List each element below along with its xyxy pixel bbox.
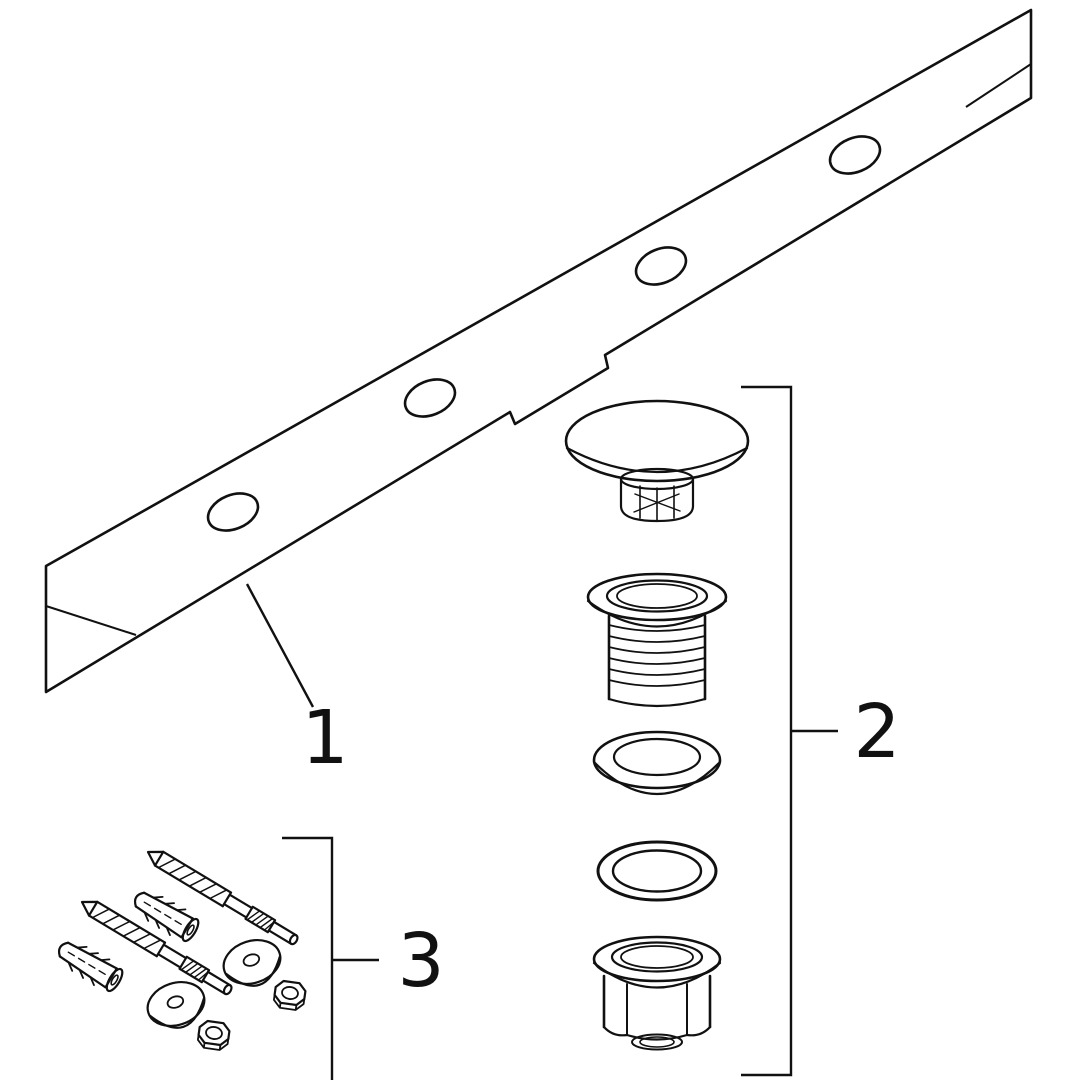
drain-threaded-sleeve	[586, 572, 728, 708]
drain-seal-ring	[596, 840, 718, 902]
wall-anchor-2	[51, 933, 128, 997]
callout-3	[282, 836, 379, 1080]
callout-1-label: 1	[301, 695, 348, 781]
rail-hole	[206, 492, 260, 532]
rail-bevel-left	[45, 605, 137, 636]
wood-screw-2	[76, 894, 236, 1000]
rail-hole	[828, 135, 882, 175]
part-1-mounting-rail	[44, 8, 1033, 694]
callout-3-label: 3	[397, 918, 444, 1004]
rail-hole	[634, 246, 688, 286]
rail-outline	[44, 8, 1033, 694]
callout-1	[245, 583, 315, 708]
callout-1-leader-line	[245, 583, 315, 708]
rail-bevel-right	[965, 63, 1032, 108]
hex-nut-1	[271, 978, 308, 1013]
callout-2-label: 2	[853, 689, 900, 775]
part-2-drain-set	[564, 399, 750, 1051]
part-3-fixing-set	[51, 844, 308, 1053]
callout-2-bracket	[741, 385, 793, 1077]
callout-2	[741, 385, 838, 1077]
wood-screw-1	[142, 844, 302, 950]
drain-flat-washer	[592, 730, 722, 795]
drain-flanged-nut	[592, 935, 722, 1051]
callout-3-bracket	[282, 836, 334, 1080]
rail-hole	[403, 378, 457, 418]
wall-anchor-1	[127, 883, 204, 947]
hex-nut-2	[195, 1018, 232, 1053]
drain-cap	[564, 399, 750, 523]
